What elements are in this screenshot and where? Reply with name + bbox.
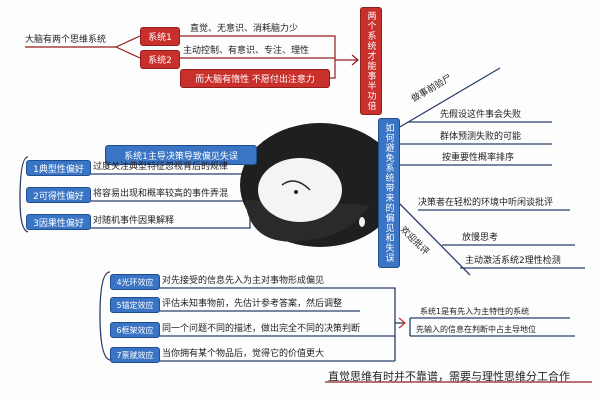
system2-description: 主动控制、有意识、专注、理性	[183, 46, 310, 56]
bias-label: 1典型性偏好	[26, 160, 91, 176]
effect-label: 7禀赋效应	[110, 347, 160, 363]
effect-label: 4光环效应	[110, 274, 160, 290]
criticism-item: 决策者在轻松的环境中听闲谈批评	[418, 198, 554, 208]
system1-box: 系统1	[140, 27, 180, 46]
system1-note: 先输入的信息在判断中占主导地位	[416, 325, 536, 334]
effect-text: 当你拥有某个物品后，觉得它的价值更大	[162, 349, 325, 359]
bias-text: 过度关注典型特征忽视背后的规律	[93, 162, 229, 172]
bias-text: 将容易出现和概率较高的事件弄混	[93, 189, 229, 199]
inertia-note: 而大脑有惰性 不愿付出注意力	[180, 69, 330, 88]
cooperation-box: 两个系统才能事半功倍	[360, 7, 382, 115]
criticism-item: 放慢思考	[462, 233, 499, 243]
bias-label: 2可得性偏好	[26, 187, 91, 203]
effect-text: 评估未知事物前，先估计参考答案，然后调整	[162, 299, 343, 309]
bias-text: 对随机事件因果解释	[93, 216, 175, 226]
root-topic: 大脑有两个思维系统	[25, 35, 107, 45]
system1-description: 直觉、无意识、消耗脑力少	[190, 24, 299, 34]
system2-box: 系统2	[140, 50, 180, 69]
bias-label: 3因果性偏好	[26, 214, 91, 230]
premortem-item: 群体预测失败的可能	[440, 132, 522, 142]
brain-illustration	[240, 123, 400, 247]
conclusion: 直觉思维有时并不靠谱，需要与理性思维分工合作	[328, 370, 570, 383]
premortem-item: 先假设这件事会失败	[440, 110, 522, 120]
criticism-item: 主动激活系统2理性检测	[465, 256, 561, 266]
bias-header: 系统1主导决策导致偏见失误	[105, 145, 257, 165]
effect-label: 6框架效应	[110, 322, 160, 338]
premortem-item: 按重要性概率排序	[442, 153, 515, 163]
effect-text: 同一个问题不同的描述，做出完全不同的决策判断	[162, 324, 361, 334]
system1-note: 系统1是有先入为主特性的系统	[420, 307, 530, 316]
avoid-bias-box: 如何避免系统带来的偏见和失误	[378, 118, 400, 268]
effect-label: 5锚定效应	[110, 297, 160, 313]
effect-text: 对先接受的信息先入为主对事物形成偏见	[162, 276, 325, 286]
